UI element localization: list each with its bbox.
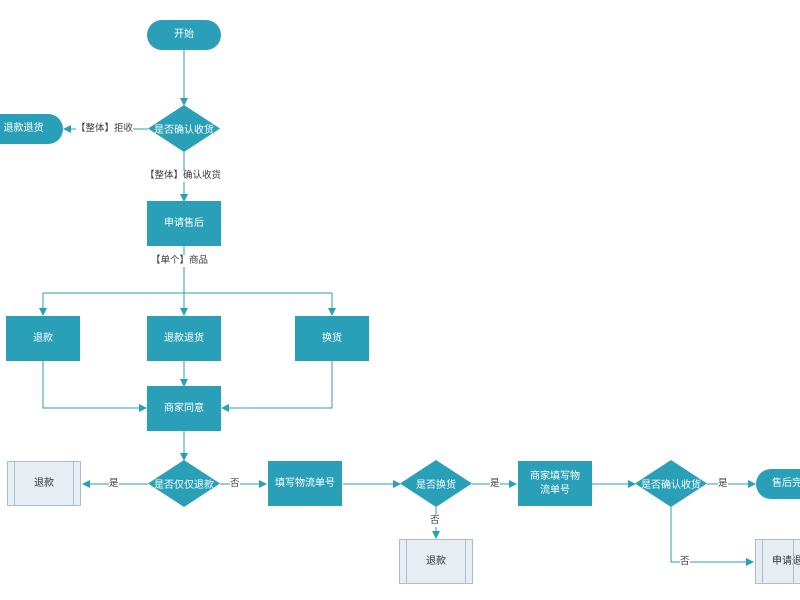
- edge-refund-to-agree: [42, 361, 147, 412]
- refund-stored-data-1[interactable]: 退款: [7, 461, 81, 506]
- confirm-receipt-decision-1[interactable]: 是否确认收货: [148, 105, 220, 152]
- edge-label-confirm: 【整体】确认收货: [145, 170, 222, 182]
- exchange-process[interactable]: 换货: [295, 316, 369, 361]
- apply-return-label: 申请退: [772, 555, 800, 567]
- edge-exchange-to-agree: [221, 361, 333, 412]
- exchange-decision-label: 是否换货: [416, 480, 456, 491]
- confirm-receipt-decision-2[interactable]: 是否确认收货: [635, 460, 707, 507]
- only-refund-label: 是否仅仅退款: [154, 480, 214, 491]
- edge-label-no-2: 否: [430, 515, 440, 527]
- apply-return-stored-data[interactable]: 申请退: [755, 539, 800, 584]
- edge-label-yes-3: 是: [718, 478, 728, 490]
- edge-label-reject: 【整体】拒收: [76, 123, 134, 135]
- fill-logistics-process[interactable]: 填写物流单号: [268, 461, 342, 506]
- edge-confirm2-no: [670, 507, 754, 566]
- edge-label-single-item: 【单个】商品: [151, 255, 209, 267]
- confirm-receipt-label-2: 是否确认收货: [641, 480, 701, 491]
- apply-after-sale-process[interactable]: 申请售后: [147, 201, 221, 246]
- refund-return-terminal[interactable]: 退款退货: [0, 114, 63, 144]
- edge-label-yes-1: 是: [109, 478, 119, 490]
- edge-label-yes-2: 是: [490, 478, 500, 490]
- edge-label-no-1: 否: [230, 478, 240, 490]
- merchant-agree-process[interactable]: 商家同意: [147, 386, 221, 431]
- only-refund-decision[interactable]: 是否仅仅退款: [148, 460, 220, 507]
- after-sale-done-label: 售后完: [772, 478, 800, 489]
- refund-return-process[interactable]: 退款退货: [147, 316, 221, 361]
- after-sale-done-terminal[interactable]: 售后完: [756, 469, 800, 499]
- edge-label-no-3: 否: [680, 556, 690, 568]
- start-terminal[interactable]: 开始: [147, 20, 221, 50]
- confirm-receipt-label-1: 是否确认收货: [154, 125, 214, 136]
- refund-stored-data-2[interactable]: 退款: [399, 539, 473, 584]
- merchant-logistics-process[interactable]: 商家填写物流单号: [518, 461, 592, 506]
- exchange-decision[interactable]: 是否换货: [400, 460, 472, 507]
- refund-process[interactable]: 退款: [6, 316, 80, 361]
